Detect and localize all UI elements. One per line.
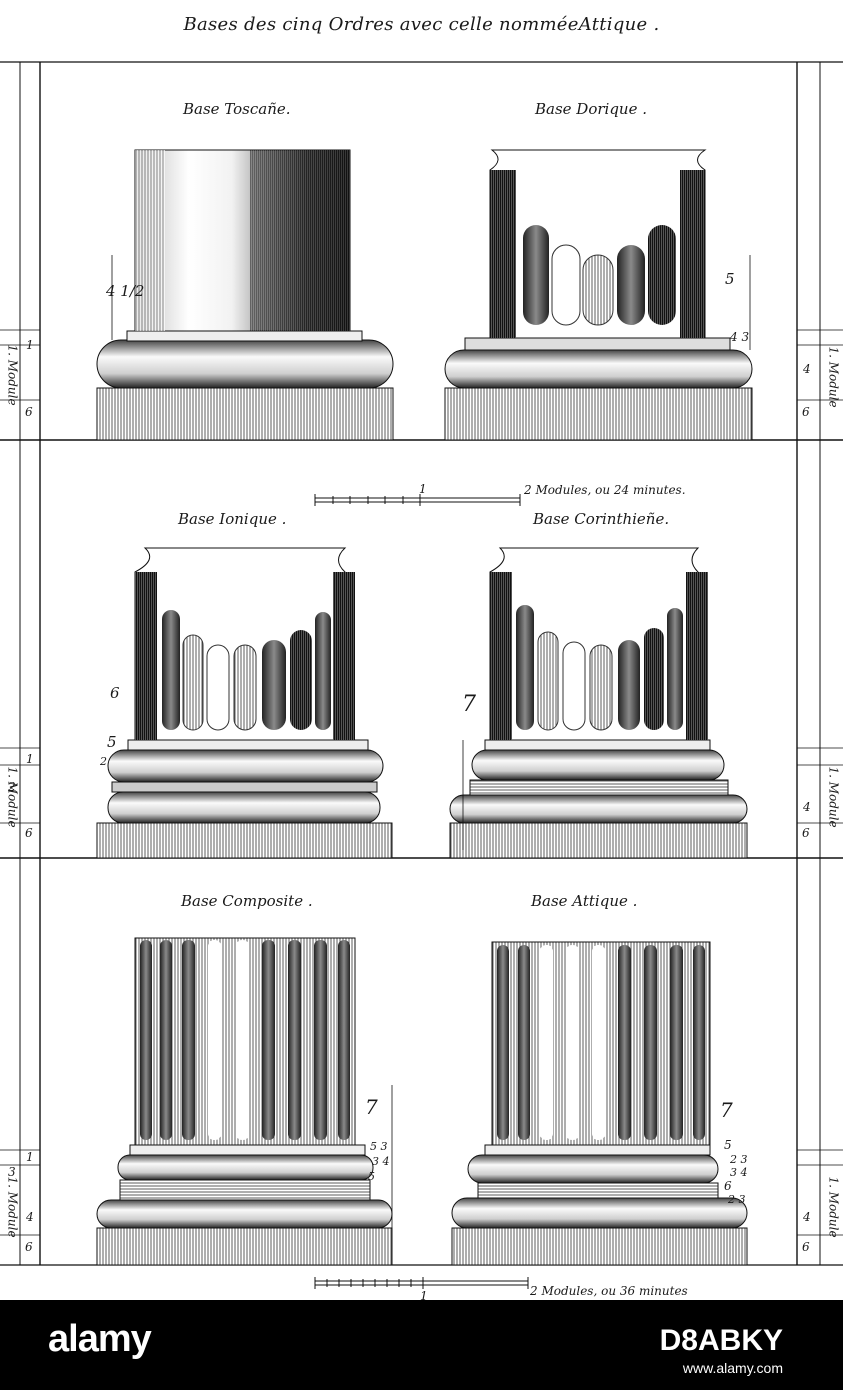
module-label-left-3: 1. Module xyxy=(5,1176,20,1238)
caption-corinthienne: Base Corinthieñe. xyxy=(533,510,670,528)
module-label-right-1: 1. Module xyxy=(826,346,841,408)
caption-composite: Base Composite . xyxy=(181,892,313,910)
base-corinthienne-drawing xyxy=(449,547,748,859)
ruler-num-left-3c: 3 xyxy=(8,1165,16,1179)
caption-attique: Base Attique . xyxy=(531,892,638,910)
plate-title: Bases des cinq Ordres avec celle nomméeA… xyxy=(183,14,660,35)
dim-composite-1: 5 3 xyxy=(370,1140,388,1153)
ruler-num-right-4a: 4 xyxy=(803,362,811,376)
ruler-num-right-4c: 4 xyxy=(803,1210,811,1224)
dim-composite-2: 3 4 xyxy=(372,1155,390,1168)
ruler-num-left-6c: 6 xyxy=(25,1240,33,1254)
ruler-num-right-6a: 6 xyxy=(802,405,810,419)
ruler-num-left-6b: 6 xyxy=(25,826,33,840)
dim-attique-shaft: 7 xyxy=(720,1098,733,1122)
base-dorique-drawing xyxy=(444,149,753,441)
ruler-num-right-6b: 6 xyxy=(802,826,810,840)
plate-drawing xyxy=(0,61,843,1289)
scale-bottom-number: 1 xyxy=(420,1289,428,1303)
base-toscane-drawing xyxy=(96,149,394,441)
dim-attique-3: 3 4 xyxy=(730,1166,748,1179)
dim-dorique-base: 4 3 xyxy=(730,330,750,344)
watermark-url: www.alamy.com xyxy=(682,1360,783,1376)
caption-toscane: Base Toscañe. xyxy=(183,100,291,118)
caption-dorique: Base Dorique . xyxy=(535,100,648,118)
watermark-image-id: D8ABKY xyxy=(659,1324,783,1357)
dim-corinthienne-shaft: 7 xyxy=(462,692,476,717)
ruler-num-left-1a: 1 xyxy=(26,338,34,352)
frame xyxy=(0,61,843,1266)
scale-bar-bottom xyxy=(314,1277,529,1289)
module-label-right-3: 1. Module xyxy=(826,1176,841,1238)
dim-attique-4: 6 xyxy=(724,1179,732,1193)
ruler-num-left-1b: 1 xyxy=(26,752,34,766)
scale-top-number: 1 xyxy=(419,482,427,496)
base-composite-drawing xyxy=(96,937,393,1266)
scale-top-label: 2 Modules, ou 24 minutes. xyxy=(524,483,686,497)
dim-composite-shaft: 7 xyxy=(365,1095,378,1119)
dim-composite-3: 5 xyxy=(368,1170,375,1183)
ruler-num-left-1c: 1 xyxy=(26,1150,34,1164)
caption-ionique: Base Ionique . xyxy=(178,510,287,528)
ruler-num-left-2b: 2 xyxy=(8,780,16,794)
base-attique-drawing xyxy=(451,941,748,1266)
ruler-num-right-4b: 4 xyxy=(803,800,811,814)
dim-toscane-shaft: 4 1/2 xyxy=(106,282,145,300)
engraving-plate: Bases des cinq Ordres avec celle nomméeA… xyxy=(0,14,843,1303)
module-label-left-2: 1. Module xyxy=(5,766,20,828)
ruler-num-left-4c: 4 xyxy=(26,1210,34,1224)
watermark-banner: alamy D8ABKY www.alamy.com xyxy=(0,1300,843,1390)
dim-ionique-shaft: 6 xyxy=(110,684,120,702)
scale-bar-top xyxy=(314,494,521,506)
dim-ionique-torus: 2 xyxy=(100,755,107,768)
side-ruler-ticks xyxy=(0,329,843,1236)
ruler-num-right-6c: 6 xyxy=(802,1240,810,1254)
dim-dorique-shaft: 5 xyxy=(725,270,735,288)
ruler-num-left-6a: 6 xyxy=(25,405,33,419)
module-label-right-2: 1. Module xyxy=(826,766,841,828)
dim-attique-5: 2 3 xyxy=(728,1193,746,1206)
dim-ionique-fillet: 5 xyxy=(107,733,117,751)
scale-bottom-label: 2 Modules, ou 36 minutes xyxy=(530,1284,688,1298)
dim-attique-1: 5 xyxy=(724,1138,732,1152)
base-ionique-drawing xyxy=(96,547,393,859)
module-label-left-1: 1. Module xyxy=(5,344,20,406)
dim-attique-2: 2 3 xyxy=(730,1153,748,1166)
watermark-brand: alamy xyxy=(48,1318,152,1360)
